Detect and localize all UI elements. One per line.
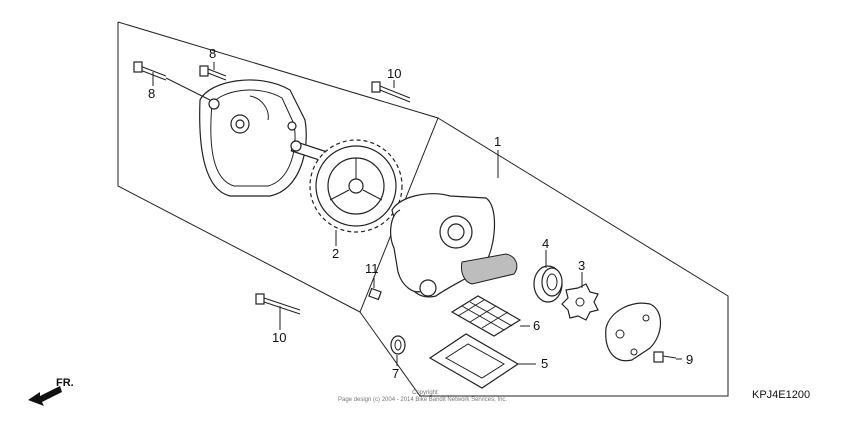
- callout-10-top: 10: [387, 66, 401, 81]
- oil-pump-driven-gear[interactable]: [309, 139, 403, 233]
- copyright-line-1: Copyright: [412, 390, 438, 396]
- pump-end-plate[interactable]: [605, 302, 662, 362]
- callout-10-bottom: 10: [272, 330, 286, 345]
- callout-8-top: 8: [209, 46, 216, 61]
- callout-7: 7: [392, 366, 399, 381]
- leader-lines: [152, 62, 682, 366]
- callout-3: 3: [578, 258, 585, 273]
- bolt-10-top[interactable]: [371, 81, 411, 103]
- callout-5: 5: [541, 356, 548, 371]
- o-ring[interactable]: [390, 335, 406, 355]
- oil-pump-body[interactable]: [390, 193, 518, 298]
- callout-6: 6: [533, 318, 540, 333]
- callout-1: 1: [494, 134, 501, 149]
- pump-cover[interactable]: [199, 79, 307, 197]
- copyright-line-2: Page design (c) 2004 - 2014 Bike Bandit …: [338, 397, 507, 403]
- front-direction-label: FR.: [56, 377, 74, 389]
- inner-rotor[interactable]: [561, 283, 599, 321]
- bolt-8-top[interactable]: [199, 65, 227, 81]
- screw-9[interactable]: [653, 351, 677, 363]
- diagram-code: KPJ4E1200: [752, 389, 810, 401]
- oil-strainer-screen[interactable]: [450, 295, 522, 337]
- dowel-pin[interactable]: [368, 287, 382, 301]
- outer-rotor[interactable]: [533, 265, 563, 303]
- strainer-gasket[interactable]: [428, 333, 520, 389]
- callout-4: 4: [542, 236, 549, 251]
- bolt-8-left[interactable]: [133, 61, 211, 101]
- front-direction-arrow-icon: [28, 386, 62, 406]
- callout-8-left: 8: [148, 86, 155, 101]
- assembly-frame: [117, 21, 729, 397]
- callout-11: 11: [365, 261, 379, 276]
- bolt-10-bottom[interactable]: [255, 293, 301, 315]
- callout-9: 9: [686, 352, 693, 367]
- callout-2: 2: [332, 246, 339, 261]
